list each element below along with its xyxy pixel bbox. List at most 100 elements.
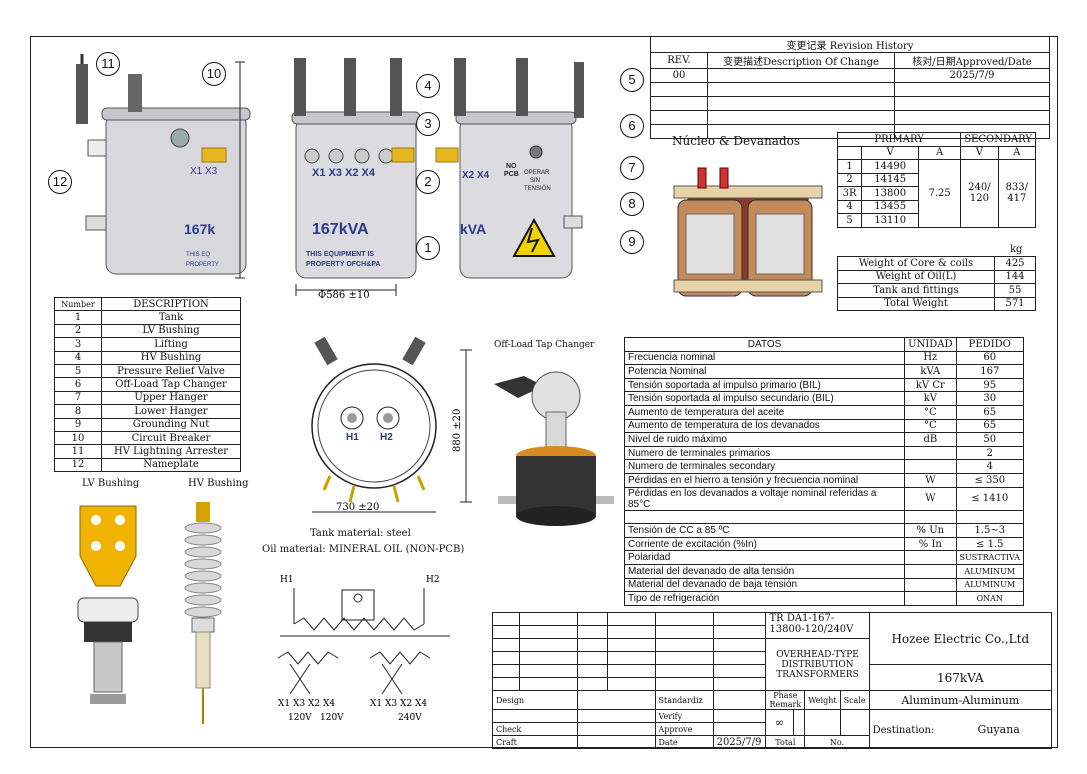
datos-value: ≤ 1410 [955, 486, 1025, 511]
datos-value: 4 [955, 459, 1025, 474]
datos-value: 30 [955, 391, 1025, 406]
tb-grid-cell [519, 677, 579, 691]
datos-value: ALUMINUM [955, 563, 1025, 579]
description-header: DESCRIPTION [101, 296, 241, 312]
datos-value: SUSTRACTIVA [955, 550, 1025, 565]
tb-grid-cell [654, 625, 714, 639]
infinity-cell: ∞ [765, 709, 794, 736]
tb-grid-cell [712, 709, 767, 723]
callout-3: 3 [416, 112, 440, 136]
no-label: No. [804, 735, 870, 749]
secondary-current: 833/ 417 [997, 159, 1037, 228]
datos-blank [623, 509, 906, 525]
diameter-dim: Φ586 ±10 [318, 290, 370, 301]
approved-header: 核对/日期Approved/Date [894, 52, 1050, 69]
tb-grid-cell [491, 709, 579, 723]
tb-grid-cell [712, 625, 767, 639]
tb-grid-cell [577, 651, 609, 665]
datos-value: 60 [955, 350, 1025, 366]
callout-7: 7 [620, 156, 644, 180]
datos-value: ALUMINUM [955, 577, 1025, 593]
desc-number: 5 [54, 363, 102, 379]
datos-unit: kV [904, 391, 957, 406]
datos-unit: W [904, 472, 957, 488]
hv-bushing-label: HV Bushing [188, 478, 249, 489]
callout-4: 4 [416, 74, 440, 98]
volt-120b: 120V [320, 713, 344, 723]
datos-label: Potencia Nominal [623, 364, 906, 379]
desc-number: 2 [54, 323, 102, 339]
desc-text: Lower Hanger [101, 404, 241, 419]
tb-grid-cell [712, 664, 767, 678]
tap-voltage: 13455 [861, 199, 920, 214]
model-number: TR DA1-167-13800-120/240V [765, 612, 870, 639]
datos-label: Numero de terminales primarios [623, 445, 906, 461]
tb-grid-cell [712, 677, 767, 691]
datos-value: 167 [955, 364, 1025, 379]
tb-grid-cell [607, 612, 656, 626]
v-header: V [861, 145, 920, 160]
datos-unit: Hz [904, 350, 957, 366]
revision-title: 变更记录 Revision History [650, 36, 1050, 53]
datos-value: 2 [955, 445, 1025, 461]
tb-grid-cell [577, 722, 656, 736]
callout-1: 1 [416, 236, 440, 260]
weight-value: 425 [994, 256, 1036, 271]
change-header: 变更描述Description Of Change [707, 52, 895, 69]
tb-grid-cell [519, 638, 579, 652]
tb-grid-cell [607, 664, 656, 678]
datos-unit [904, 459, 957, 474]
svg-text:SIN: SIN [530, 178, 540, 184]
weight-label: Total Weight [837, 296, 995, 311]
tb-grid-cell [491, 638, 521, 652]
weight-label: Weight of Core & coils [837, 256, 995, 271]
tb-grid-cell [577, 612, 609, 626]
tb-grid-cell [491, 664, 521, 678]
lv-bushing-label: LV Bushing [82, 478, 140, 489]
tb-grid-cell [654, 651, 714, 665]
desc-number: 4 [54, 350, 102, 365]
top-view-drawing: H1 H2 880 ±20 730 ±20 [311, 336, 472, 513]
rev-cell [894, 110, 1050, 125]
kva-rating: 167kVA [868, 664, 1053, 691]
tb-grid-cell [804, 709, 841, 736]
date-label: Date [654, 735, 714, 749]
desc-text: Circuit Breaker [101, 430, 241, 446]
desc-text: Tank [101, 310, 241, 325]
rev-cell [650, 82, 708, 97]
datos-unit [904, 550, 957, 565]
tap-voltage: 13110 [861, 213, 920, 228]
tb-grid-cell [654, 677, 714, 691]
callout-12: 12 [48, 170, 72, 194]
rev-header: REV. [650, 52, 708, 69]
callout-9: 9 [620, 230, 644, 254]
callout-2: 2 [416, 170, 440, 194]
datos-value: 50 [955, 432, 1025, 447]
desc-text: Pressure Relief Valve [101, 363, 241, 379]
callout-5: 5 [620, 68, 644, 92]
svg-text:THIS EQ: THIS EQ [186, 252, 210, 258]
pedido-header: PEDIDO [955, 337, 1025, 352]
tb-grid-cell [654, 612, 714, 626]
tank-material: Tank material: steel [310, 528, 411, 539]
side-view-left: X1 X3 167k THIS EQ PROPERTY [76, 54, 251, 279]
scale-label: Scale [839, 690, 870, 710]
bushing-drawings [77, 502, 222, 724]
datos-label: Material del devanado de baja tensión [623, 577, 906, 593]
rev-cell [707, 96, 895, 111]
svg-text:kVA: kVA [460, 221, 486, 237]
wiring-x-left: X1 X3 X2 X4 [278, 699, 335, 709]
property-note: THIS EQUIPMENT IS [306, 251, 374, 258]
rev-cell [894, 82, 1050, 97]
weight-value: 55 [994, 283, 1036, 298]
datos-label: Corriente de excitación (%In) [623, 536, 906, 552]
wiring-h1: H1 [280, 575, 294, 585]
desc-text: Lifting [101, 337, 241, 352]
tb-grid-cell [607, 651, 656, 665]
weight-label: Weight of Oil(L) [837, 269, 995, 284]
total-label: Total [765, 735, 806, 749]
tb-grid-cell [577, 735, 656, 749]
tb-grid-cell [577, 690, 656, 710]
datos-label: Pérdidas en los devanados a voltaje nomi… [623, 486, 906, 511]
datos-label: Aumento de temperatura del aceite [623, 404, 906, 420]
